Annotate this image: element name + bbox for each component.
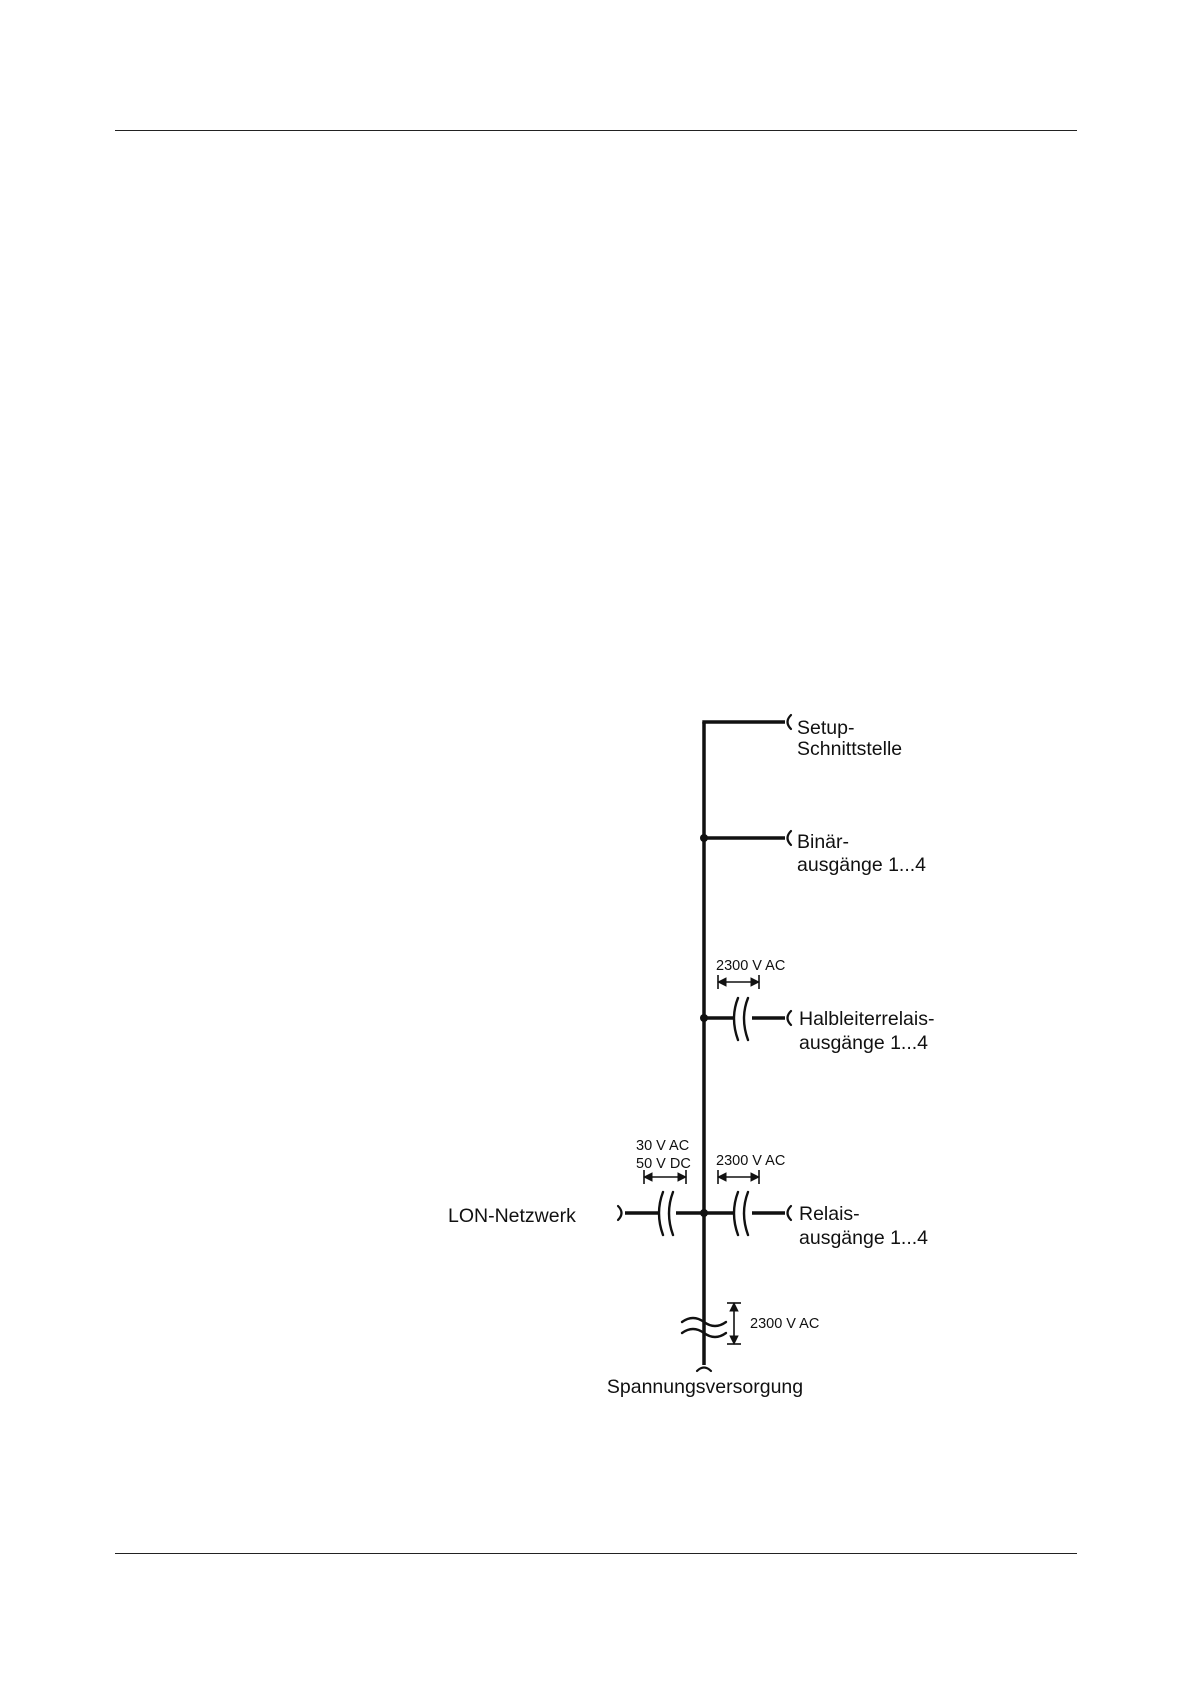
- halbleiter-isolation-icon: [734, 998, 748, 1040]
- relais-label-line2: ausgänge 1...4: [799, 1227, 928, 1249]
- binaer-terminal-icon: [788, 831, 792, 845]
- junction-dot: [700, 1209, 708, 1217]
- setup-terminal-icon: [788, 715, 792, 729]
- footer-rule: [115, 1553, 1077, 1554]
- relais-isolation-icon: [734, 1192, 748, 1235]
- halbleiter-terminal-icon: [788, 1011, 792, 1025]
- setup-label-line1: Setup-: [797, 717, 854, 739]
- lon-isolation-dc: 50 V DC: [636, 1156, 691, 1172]
- halbleiter-isolation-value: 2300 V AC: [716, 958, 785, 974]
- junction-dot: [700, 1014, 708, 1022]
- supply-terminal-icon: [697, 1368, 711, 1372]
- halbleiter-label-line1: Halbleiterrelais-: [799, 1008, 934, 1030]
- relais-dimension-arrow: [718, 1170, 759, 1184]
- lon-isolation-ac: 30 V AC: [636, 1138, 689, 1154]
- junction-dot: [700, 834, 708, 842]
- halbleiter-label-line2: ausgänge 1...4: [799, 1032, 928, 1054]
- relais-terminal-icon: [788, 1206, 792, 1220]
- relais-label-line1: Relais-: [799, 1203, 860, 1225]
- lon-dimension-arrow: [644, 1170, 686, 1184]
- lon-isolation-icon: [659, 1192, 673, 1235]
- binaer-label-line2: ausgänge 1...4: [797, 854, 926, 876]
- supply-label: Spannungsversorgung: [607, 1376, 803, 1398]
- lon-label: LON-Netzwerk: [448, 1205, 576, 1227]
- halbleiter-dimension-arrow: [718, 975, 759, 989]
- lon-terminal-icon: [618, 1206, 622, 1220]
- setup-label-line2: Schnittstelle: [797, 738, 902, 760]
- supply-isolation-value: 2300 V AC: [750, 1316, 819, 1332]
- supply-dimension-arrow: [727, 1303, 741, 1344]
- relais-isolation-value: 2300 V AC: [716, 1153, 785, 1169]
- binaer-label-line1: Binär-: [797, 831, 849, 853]
